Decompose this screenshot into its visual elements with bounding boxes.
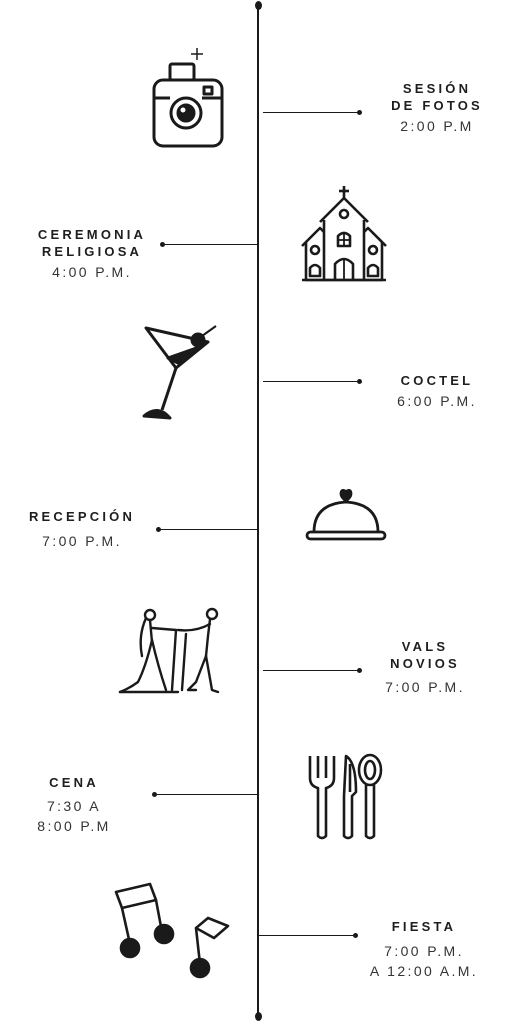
connector-ceremonia (160, 242, 257, 247)
connector-coctel (263, 379, 362, 384)
cutlery-icon (306, 752, 386, 842)
event-title: SESIÓN DE FOTOS (391, 81, 483, 113)
event-ceremonia: CEREMONIA RELIGIOSA 4:00 P.M. (22, 226, 162, 282)
cloche-icon (304, 486, 388, 544)
event-vals: VALS NOVIOS 7:00 P.M. (360, 638, 490, 697)
music-notes-icon (112, 880, 234, 982)
event-time: 6:00 P.M. (397, 393, 477, 409)
event-time: 4:00 P.M. (52, 264, 132, 280)
timeline-bottom-cap (254, 1012, 262, 1021)
connector-vals (263, 668, 362, 673)
event-time: 7:30 A 8:00 P.M (37, 798, 111, 834)
event-cena: CENA 7:30 A 8:00 P.M (4, 774, 144, 836)
connector-recepcion (156, 527, 257, 532)
event-time: 7:00 P.M. (385, 679, 465, 695)
dancing-couple-icon (116, 606, 226, 696)
event-title: CEREMONIA RELIGIOSA (37, 227, 147, 259)
event-coctel: COCTEL 6:00 P.M. (372, 372, 502, 411)
event-title: VALS NOVIOS (390, 639, 460, 671)
event-title: COCTEL (400, 373, 474, 388)
connector-fiesta (259, 933, 358, 938)
camera-icon (148, 44, 228, 152)
event-title: CENA (49, 775, 99, 790)
connector-cena (152, 792, 257, 797)
connector-sesion-fotos (263, 110, 362, 115)
event-sesion-fotos: SESIÓN DE FOTOS 2:00 P.M (372, 80, 502, 136)
church-icon (300, 184, 390, 282)
timeline-top-cap (254, 1, 262, 10)
event-time: 7:00 P.M. (42, 533, 122, 549)
event-time: 7:00 P.M. A 12:00 A.M. (369, 943, 479, 979)
event-title: RECEPCIÓN (28, 509, 136, 524)
timeline-axis (257, 5, 259, 1018)
event-title: FIESTA (391, 919, 457, 934)
event-time: 2:00 P.M (400, 118, 474, 134)
cocktail-icon (140, 320, 226, 424)
event-recepcion: RECEPCIÓN 7:00 P.M. (12, 508, 152, 551)
event-fiesta: FIESTA 7:00 P.M. A 12:00 A.M. (354, 918, 494, 981)
